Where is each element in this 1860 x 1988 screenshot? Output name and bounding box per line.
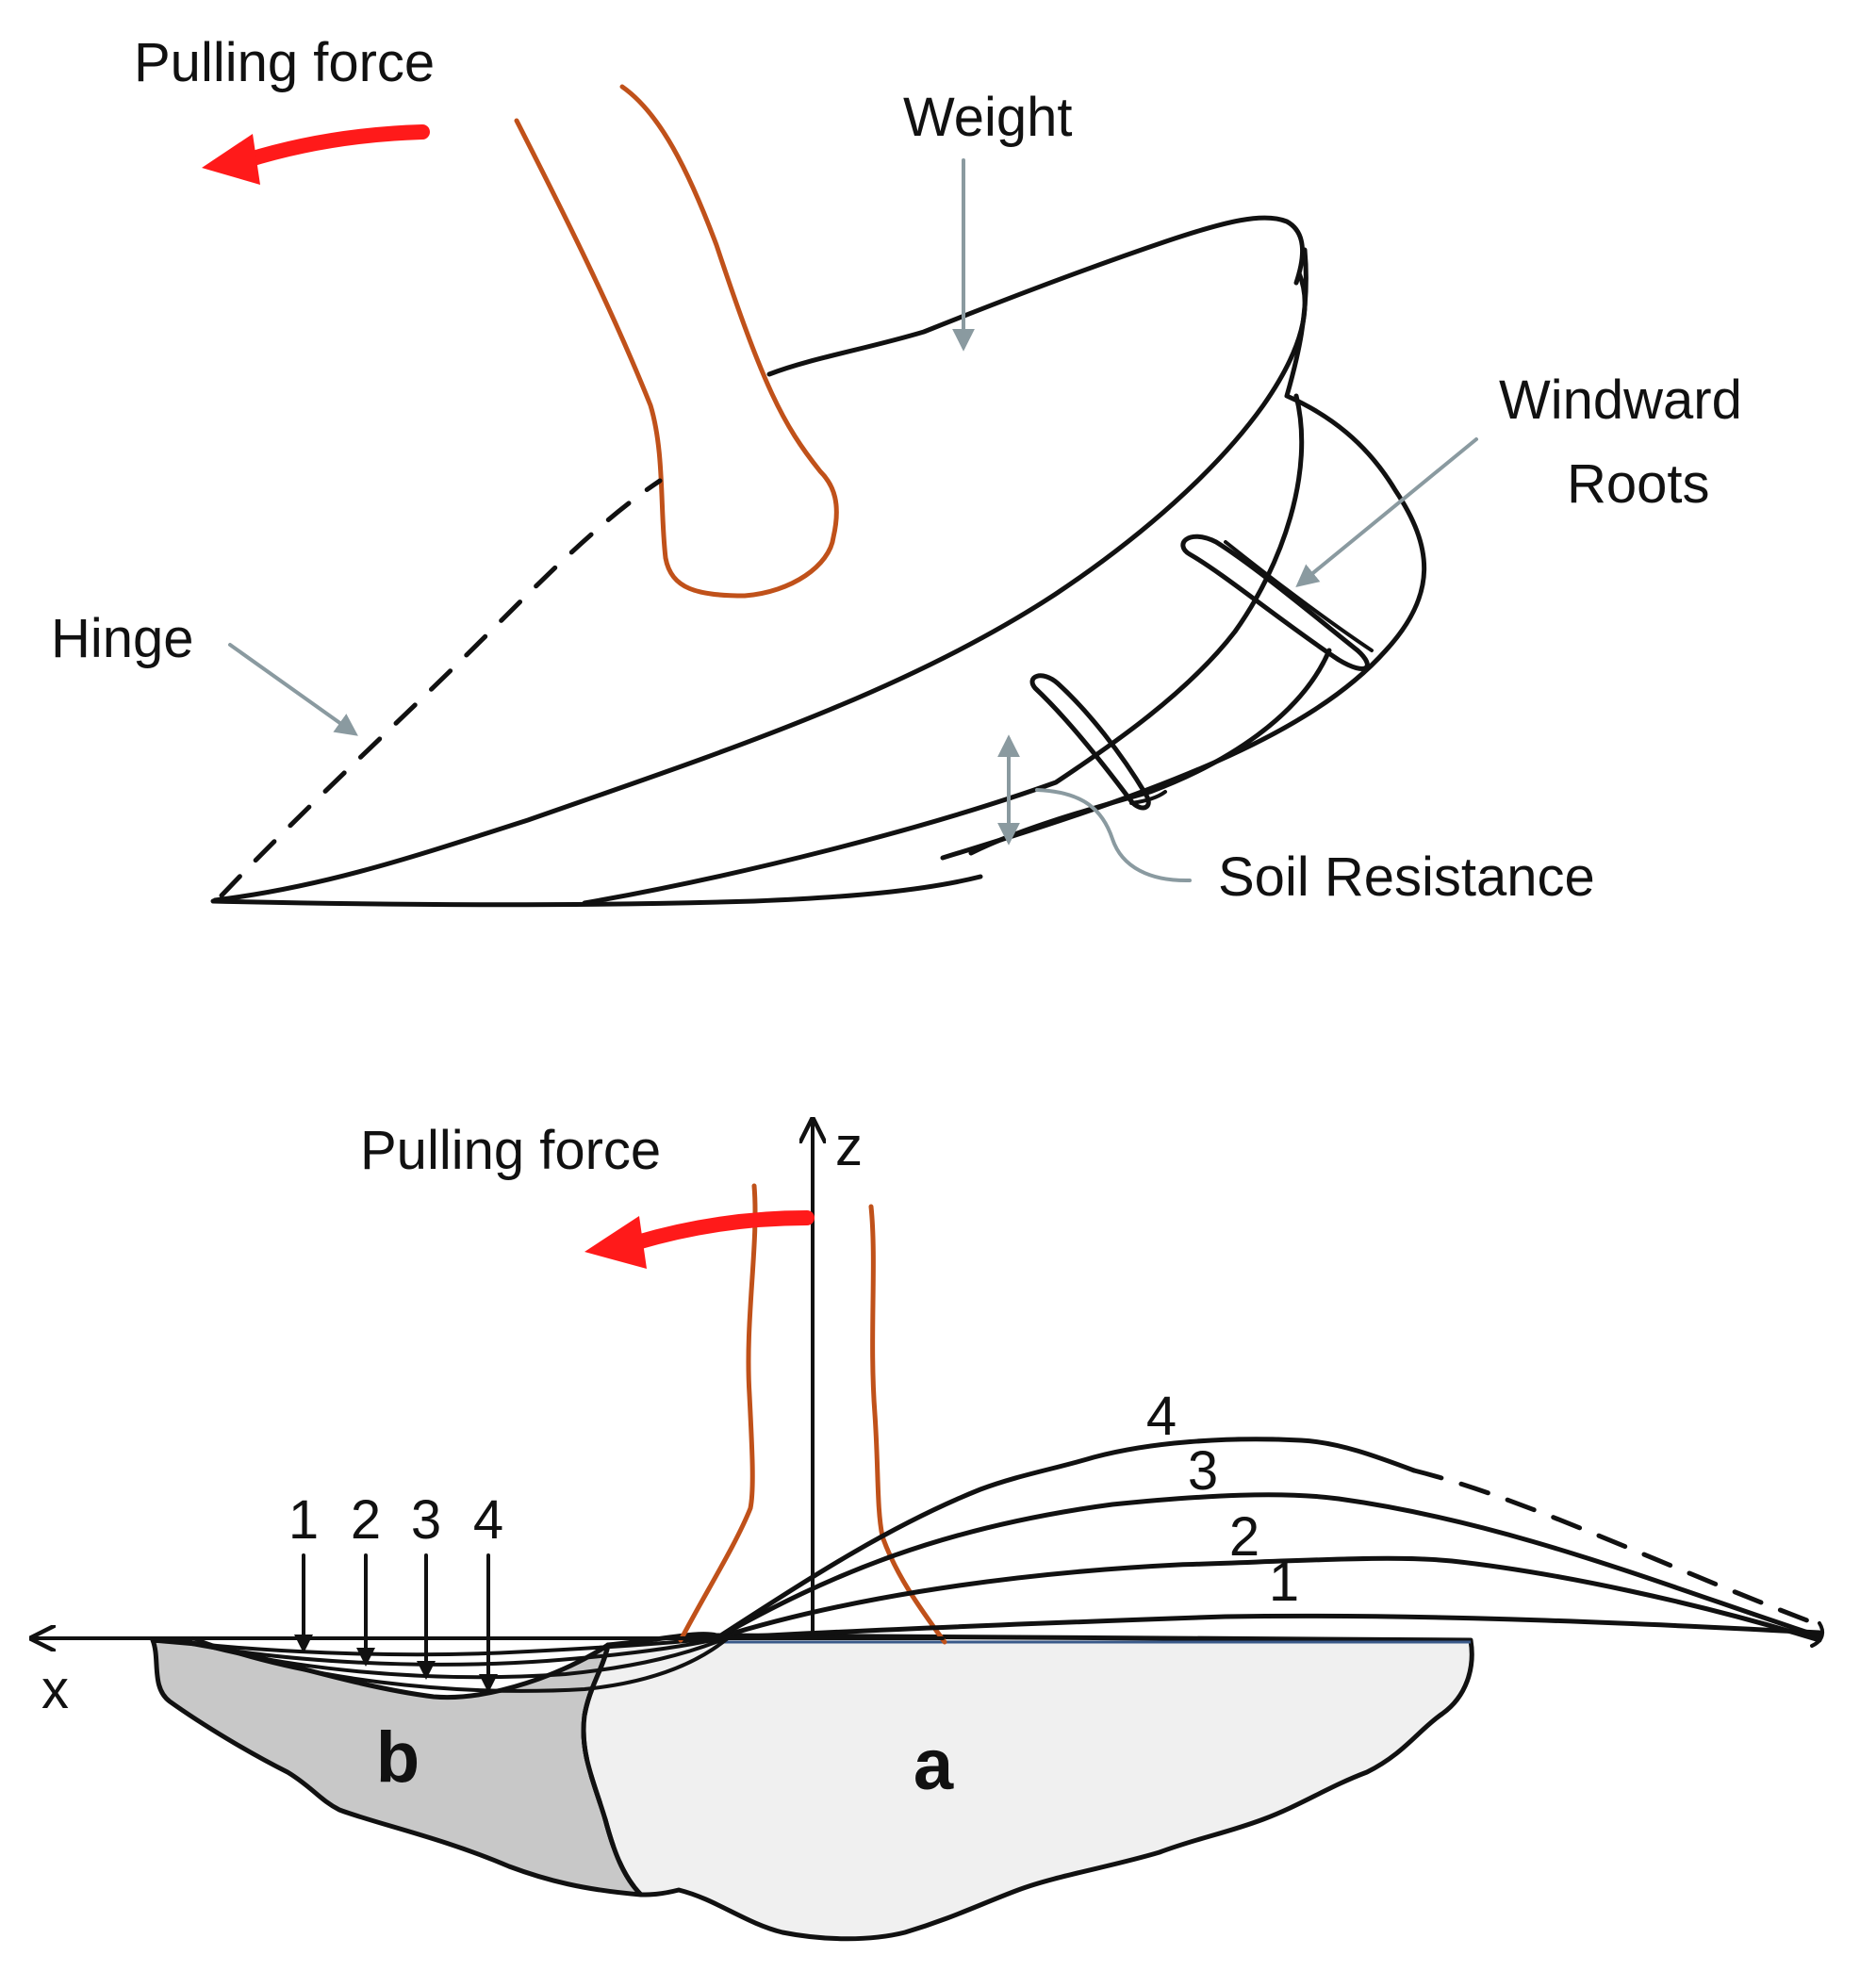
leeward-number-3: 3 — [411, 1489, 441, 1551]
windward-uplift-curves — [714, 1437, 1825, 1648]
x-axis-label: x — [41, 1659, 69, 1720]
windward-label-line2: Roots — [1567, 453, 1710, 515]
windward-root-upper — [1180, 534, 1374, 671]
ground-line-top — [210, 874, 983, 908]
leeward-curve-4 — [191, 1636, 730, 1693]
top-pulling-force-arrow — [202, 124, 430, 185]
soil-region-a — [581, 1632, 1474, 1942]
bottom-pulling-force-arrow — [584, 1210, 815, 1269]
bottom-trunk-left — [678, 1183, 758, 1643]
windward-curve-4-dashed — [1411, 1468, 1822, 1628]
hinge-arrow — [228, 643, 358, 736]
windward-root-lower — [1029, 673, 1167, 811]
soil-resistance-label: Soil Resistance — [1218, 846, 1595, 908]
leeward-number-4: 4 — [473, 1489, 503, 1551]
windward-curve-4-solid — [714, 1437, 1417, 1641]
root-plate-right-face — [940, 247, 1427, 861]
leeward-curve-2 — [163, 1636, 723, 1667]
region-a-label: a — [914, 1725, 954, 1805]
root-plate-inner-edge — [582, 393, 1305, 906]
windward-number-3: 3 — [1188, 1440, 1218, 1502]
windward-number-4: 4 — [1146, 1386, 1177, 1447]
bottom-panel: a b 1 2 3 4 — [32, 1116, 1825, 1942]
leeward-number-1: 1 — [288, 1489, 319, 1551]
windward-curve-1 — [714, 1613, 1822, 1641]
hinge-line — [219, 478, 663, 898]
windward-curve-tip — [1810, 1621, 1825, 1648]
windward-curve-3 — [714, 1492, 1822, 1641]
soil-resistance-leader — [1035, 788, 1192, 883]
windward-number-2: 2 — [1229, 1506, 1259, 1568]
windward-label-line1: Windward — [1499, 370, 1742, 431]
bottom-trunk-right — [868, 1204, 947, 1645]
root-plate-top-edge — [766, 215, 1306, 377]
region-b-label: b — [376, 1717, 420, 1798]
boundary-a-b — [581, 1642, 644, 1898]
top-panel: Pulling force Weight Windward Roots — [51, 32, 1742, 908]
weight-label: Weight — [903, 87, 1072, 148]
root-plate-front-face — [212, 271, 1308, 903]
z-axis-label: z — [835, 1116, 863, 1177]
top-trunk — [514, 84, 839, 599]
windward-roots-arrow — [1295, 437, 1478, 588]
windward-curve-2 — [714, 1555, 1822, 1643]
leeward-markers: 1 2 3 4 — [288, 1489, 503, 1693]
root-plate-lower-edge — [968, 648, 1332, 856]
leeward-number-2: 2 — [351, 1489, 381, 1551]
top-pulling-force-label: Pulling force — [134, 32, 435, 93]
hinge-label: Hinge — [51, 608, 194, 669]
leeward-curve-3 — [177, 1636, 728, 1680]
bottom-pulling-force-label: Pulling force — [360, 1120, 661, 1181]
windward-number-1: 1 — [1269, 1552, 1299, 1613]
